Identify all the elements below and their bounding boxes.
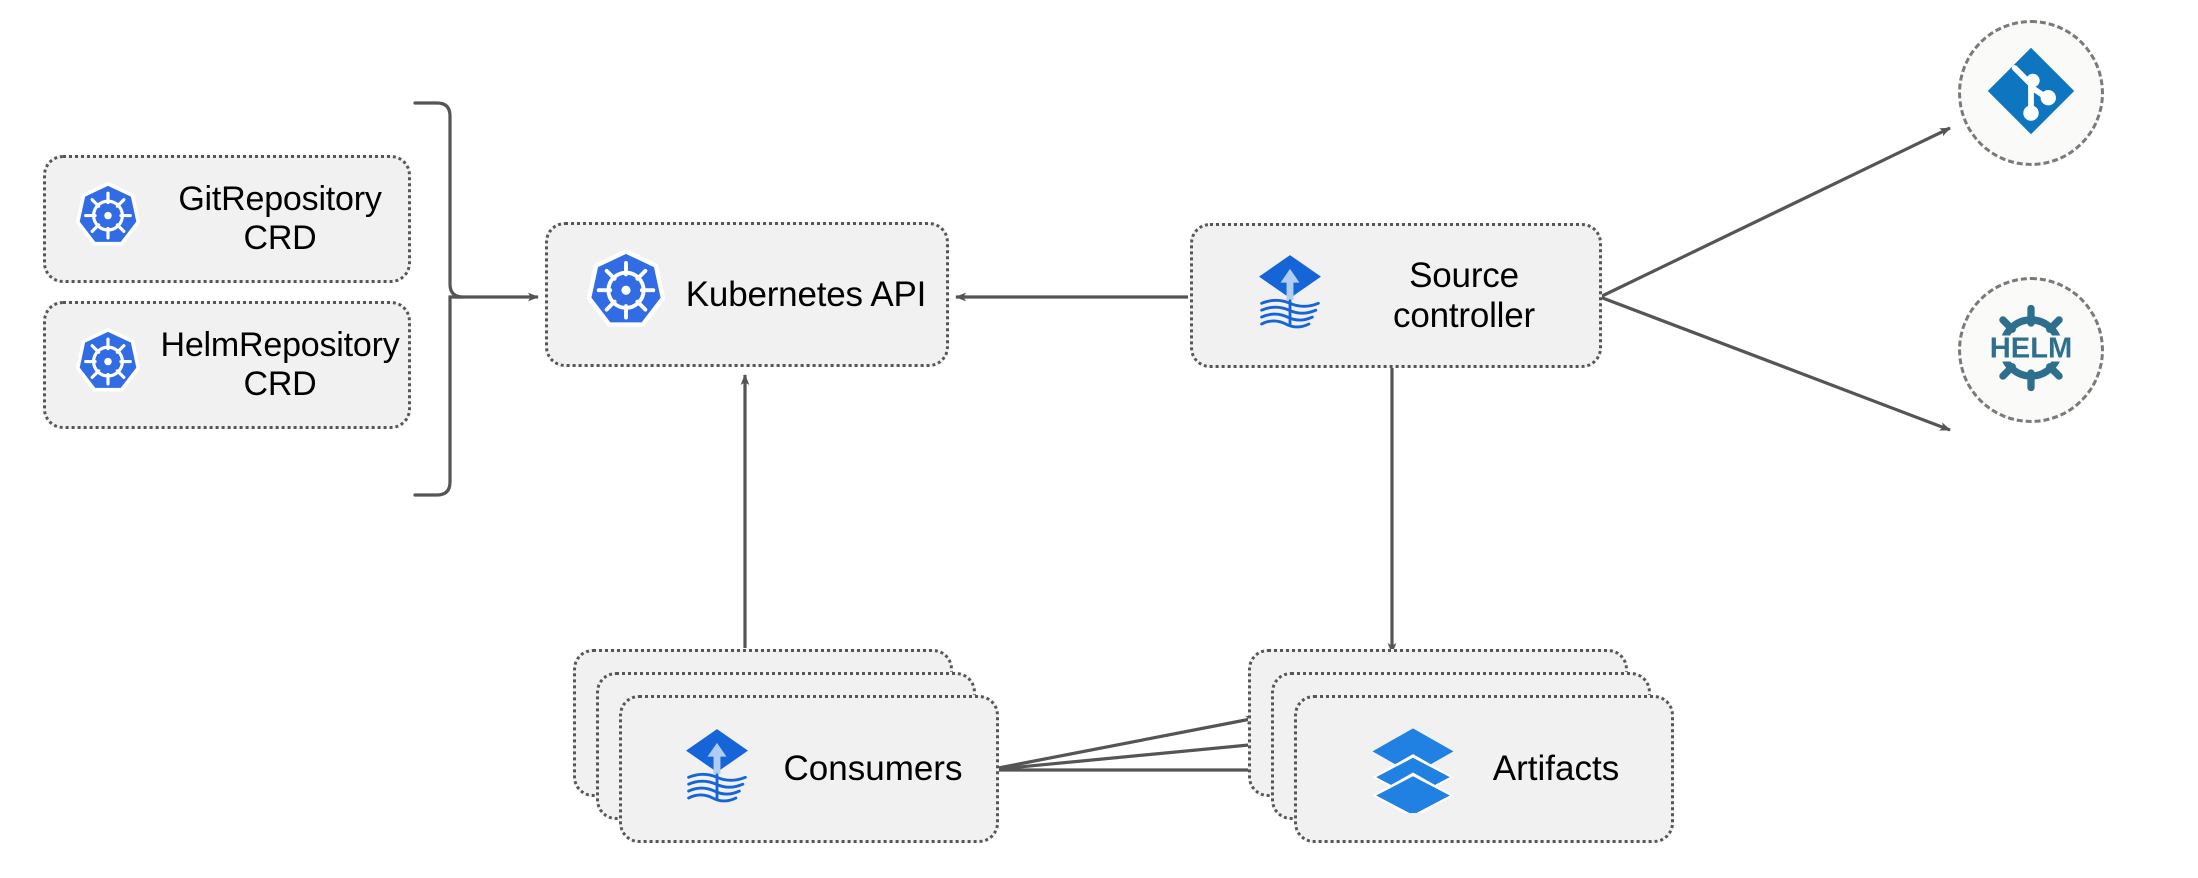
layers-icon (1367, 721, 1459, 819)
node-kubernetes-api[interactable]: Kubernetes API (545, 222, 949, 367)
node-helm-repository[interactable]: HELM (1958, 277, 2104, 423)
node-helmrepository-crd[interactable]: HelmRepository CRD (43, 301, 411, 429)
helm-icon: HELM (1979, 296, 2083, 405)
node-label: Artifacts (1492, 749, 1620, 788)
node-gitrepository-crd[interactable]: GitRepository CRD (43, 155, 411, 283)
node-label: Kubernetes API (685, 274, 927, 314)
flux-icon (1247, 250, 1333, 341)
node-label: HelmRepository CRD (160, 326, 400, 403)
stack-layer-front[interactable]: Consumers (619, 695, 999, 843)
kubernetes-icon (582, 248, 670, 341)
node-label: Consumers (783, 749, 963, 788)
kubernetes-icon (72, 181, 144, 258)
helm-wordmark: HELM (1990, 332, 2072, 364)
node-label: GitRepository CRD (178, 180, 382, 257)
edge-crds-to-kubernetes-api (413, 101, 539, 497)
node-git-repository[interactable] (1958, 20, 2104, 166)
edge-source-controller-to-git-repo (1599, 126, 1951, 299)
stack-layer-front[interactable]: Artifacts (1294, 695, 1674, 843)
kubernetes-icon (72, 327, 144, 404)
node-source-controller[interactable]: Source controller (1190, 223, 1602, 368)
flux-icon (674, 724, 760, 815)
node-label: Source controller (1393, 255, 1535, 335)
edge-source-controller-to-helm-repo (1599, 295, 1951, 432)
git-icon (1983, 43, 2079, 144)
